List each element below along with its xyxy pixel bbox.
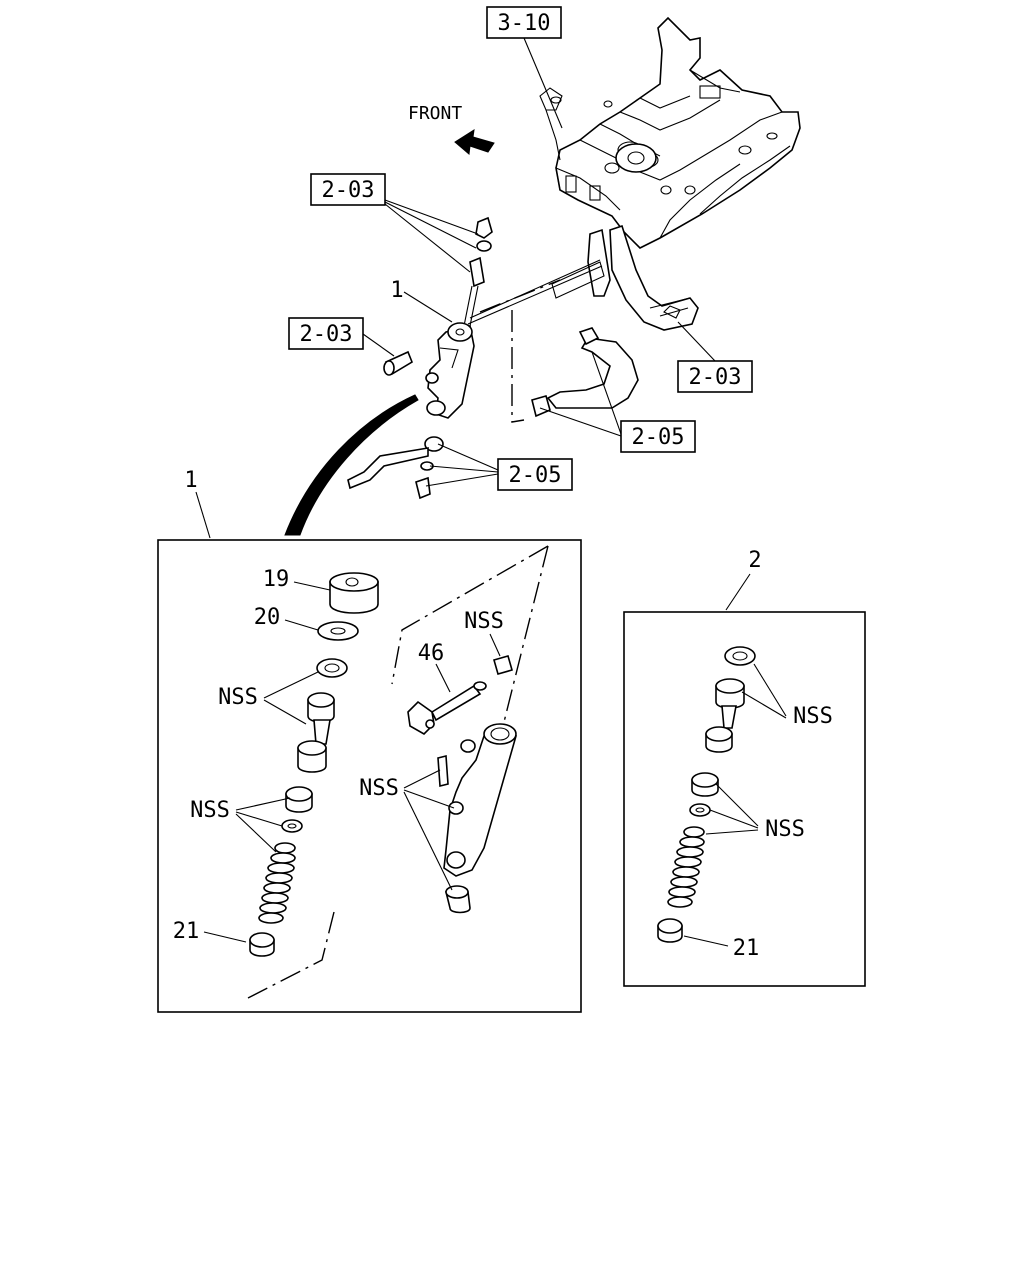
- ref-box-hose[interactable]: 2-05: [539, 351, 696, 453]
- callout-21-kit1: 21: [173, 919, 200, 944]
- svg-text:3-10: 3-10: [498, 11, 551, 36]
- callout-nss-kit1-boot: NSS: [359, 776, 399, 801]
- svg-text:2-03: 2-03: [322, 178, 375, 203]
- kit-2-panel: 2 NSS NSS 21: [623, 548, 866, 987]
- svg-text:2-03: 2-03: [689, 365, 742, 390]
- callout-46: 46: [418, 641, 445, 666]
- callout-nss-kit1-seals: NSS: [218, 685, 258, 710]
- kit-1-panel: 1 19 20 NSS: [157, 468, 582, 1013]
- callout-20: 20: [254, 605, 281, 630]
- svg-text:2-03: 2-03: [300, 322, 353, 347]
- callout-19: 19: [263, 567, 290, 592]
- kit-2-number: 2: [748, 548, 761, 573]
- svg-text:1: 1: [390, 278, 403, 303]
- kit-1-box: [157, 539, 582, 1013]
- callout-nss-kit2-spring: NSS: [765, 817, 805, 842]
- ref-box-pedal[interactable]: 2-03: [677, 321, 753, 393]
- ref-box-pipe[interactable]: 2-05: [425, 443, 573, 491]
- callout-master-cylinder: 1: [390, 278, 453, 323]
- front-direction-indicator: FRONT: [408, 103, 495, 155]
- callout-21-kit2: 21: [733, 936, 760, 961]
- kit-2-box: [623, 611, 866, 987]
- ref-box-pushrod-hardware[interactable]: 2-03: [310, 173, 479, 273]
- kit-1-number: 1: [184, 468, 197, 493]
- detail-arrow: [284, 394, 419, 536]
- installed-master-cylinder: [347, 216, 639, 500]
- front-arrow-icon: [454, 128, 495, 155]
- spring-kit2: [667, 826, 705, 908]
- ref-box-pedal-bracket[interactable]: 3-10: [486, 6, 563, 129]
- ref-box-bolt[interactable]: 2-03: [288, 317, 395, 357]
- front-label: FRONT: [408, 103, 462, 124]
- spring-kit1: [258, 842, 296, 924]
- pedal-bracket-assembly: [467, 16, 801, 331]
- svg-text:2-05: 2-05: [632, 425, 685, 450]
- callout-nss-kit1-body: NSS: [464, 609, 504, 634]
- svg-text:2-05: 2-05: [509, 463, 562, 488]
- callout-nss-kit2-seals: NSS: [793, 704, 833, 729]
- callout-nss-kit1-spring: NSS: [190, 798, 230, 823]
